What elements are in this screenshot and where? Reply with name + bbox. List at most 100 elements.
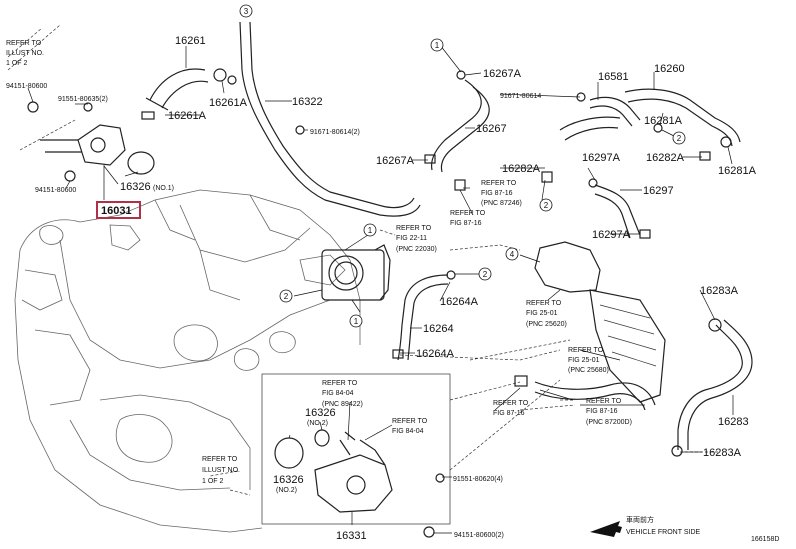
ref-fig-25-01-a: REFER TO FIG 25-01 (PNC 25620) — [526, 300, 567, 328]
callout-3: 2 — [672, 131, 686, 145]
label-16264A-top: 16264A — [440, 296, 479, 308]
svg-text:3: 3 — [244, 7, 249, 16]
misc-fittings — [27, 68, 732, 538]
svg-text:REFER TO: REFER TO — [6, 40, 42, 47]
svg-text:2: 2 — [544, 201, 549, 210]
label-16267: 16267 — [476, 123, 507, 135]
label-16326-no2-left: 16326 — [273, 474, 304, 486]
callout-6: 1 — [349, 314, 363, 328]
svg-text:1: 1 — [354, 317, 359, 326]
svg-text:FIG 22-11: FIG 22-11 — [396, 235, 427, 242]
label-16326-no2-mid-note: (NO.2) — [307, 420, 328, 427]
label-16283A-top: 16283A — [700, 285, 739, 297]
svg-text:(PNC 89422): (PNC 89422) — [322, 401, 363, 408]
callout-8: 2 — [478, 267, 492, 281]
svg-text:(PNC 25620): (PNC 25620) — [526, 321, 567, 328]
label-16261A-right: 16261A — [209, 97, 248, 109]
label-16264A-bottom: 16264A — [416, 348, 455, 360]
label-16282A-mid: 16282A — [502, 163, 541, 175]
gasket-16326-no2-mid — [314, 429, 330, 447]
detail-box-frame — [261, 373, 451, 525]
label-16297A-top: 16297A — [582, 152, 621, 164]
svg-text:FIG 87-16: FIG 87-16 — [586, 408, 618, 415]
label-bolt-91671-80614-2: 91671-80614(2) — [310, 129, 360, 136]
callout-4: 2 — [539, 198, 553, 212]
label-16267A-top: 16267A — [483, 68, 522, 80]
label-16281A-top: 16281A — [644, 115, 683, 127]
svg-text:ILLUST NO.: ILLUST NO. — [202, 467, 240, 474]
svg-text:FIG 25-01: FIG 25-01 — [568, 357, 600, 364]
label-16326-no2-left-note: (NO.2) — [276, 487, 297, 494]
svg-text:VEHICLE FRONT SIDE: VEHICLE FRONT SIDE — [626, 529, 700, 536]
hose-16283 — [677, 319, 753, 450]
label-16326-no1: 16326 — [120, 181, 151, 193]
label-bolt-91671-80614: 91671-80614 — [500, 93, 541, 100]
label-16331: 16331 — [336, 530, 367, 542]
callout-1: 3 — [239, 4, 253, 18]
label-bolt-94151-top-left: 94151-80600 — [6, 83, 47, 90]
callout-7: 2 — [279, 289, 293, 303]
svg-text:(PNC 22030): (PNC 22030) — [396, 246, 437, 253]
svg-text:1 OF 2: 1 OF 2 — [202, 478, 224, 485]
gasket-16326-no2-left — [274, 437, 304, 469]
callout-2: 1 — [430, 38, 444, 52]
label-bolt-94151-mid-left: 94151-80600 — [35, 187, 76, 194]
label-16297A-bottom: 16297A — [592, 229, 631, 241]
svg-text:2: 2 — [284, 292, 289, 301]
ref-illust-top-left: REFER TO ILLUST NO. 1 OF 2 — [6, 40, 44, 67]
hose-16581 — [559, 96, 641, 141]
callout-9: 4 — [505, 247, 519, 261]
label-16297: 16297 — [643, 185, 674, 197]
leader-lines — [27, 44, 734, 534]
svg-text:4: 4 — [510, 250, 515, 259]
label-16282A-right: 16282A — [646, 152, 685, 164]
svg-text:2: 2 — [677, 134, 682, 143]
svg-text:REFER TO: REFER TO — [202, 456, 238, 463]
svg-text:REFER TO: REFER TO — [450, 210, 486, 217]
ref-fig-25-01-b: REFER TO FIG 25-01 (PNC 25680) — [568, 347, 609, 374]
gasket-16326-no1 — [127, 151, 155, 175]
svg-text:ILLUST NO.: ILLUST NO. — [6, 50, 44, 57]
label-16581: 16581 — [598, 71, 629, 83]
throttle-body — [321, 244, 391, 301]
svg-text:FIG 87-16: FIG 87-16 — [481, 190, 513, 197]
ref-fig-84-04-a: REFER TO FIG 84-04 (PNC 89422) — [322, 380, 363, 408]
water-outlet-16031 — [40, 124, 126, 166]
hose-16267 — [430, 79, 490, 173]
ref-fig-87-16-a: REFER TO FIG 87-16 (PNC 87246) — [481, 180, 522, 207]
svg-text:REFER TO: REFER TO — [568, 347, 604, 354]
svg-text:(PNC 87246): (PNC 87246) — [481, 200, 522, 207]
svg-text:(PNC 25680): (PNC 25680) — [568, 367, 609, 374]
label-16283: 16283 — [718, 416, 749, 428]
highlighted-part-16031: 16031 — [96, 201, 141, 219]
ref-fig-84-04-b: REFER TO FIG 84-04 — [392, 418, 428, 435]
label-16322: 16322 — [292, 96, 323, 108]
label-bolt-91551-80620: 91551-80620(4) — [453, 476, 503, 483]
svg-text:REFER TO: REFER TO — [586, 398, 622, 405]
hose-16297 — [594, 184, 641, 239]
hose-16261 — [145, 68, 209, 111]
label-16326-no1-note: (NO.1) — [153, 185, 174, 192]
svg-text:1 OF 2: 1 OF 2 — [6, 60, 28, 67]
svg-text:FIG 25-01: FIG 25-01 — [526, 310, 558, 317]
label-16261: 16261 — [175, 35, 206, 47]
svg-text:REFER TO: REFER TO — [396, 225, 432, 232]
hose-lower-right — [534, 381, 656, 411]
hose-16322 — [239, 21, 421, 217]
svg-text:1: 1 — [435, 41, 440, 50]
label-bolt-91551-80635: 91551-80635(2) — [58, 96, 108, 103]
svg-text:車両前方: 車両前方 — [626, 515, 654, 524]
svg-text:REFER TO: REFER TO — [481, 180, 517, 187]
svg-text:FIG 84-04: FIG 84-04 — [392, 428, 424, 435]
figure-id: 166158D — [751, 536, 779, 543]
svg-text:REFER TO: REFER TO — [322, 380, 358, 387]
label-16267A-mid: 16267A — [376, 155, 415, 167]
ref-illust-bottom-left: REFER TO ILLUST NO. 1 OF 2 — [202, 456, 240, 485]
ref-fig-87-16-d: REFER TO FIG 87-16 (PNC 87200D) — [586, 398, 632, 426]
svg-text:(PNC 87200D): (PNC 87200D) — [586, 419, 632, 426]
vehicle-front-arrow: 車両前方 VEHICLE FRONT SIDE — [590, 515, 700, 537]
svg-text:FIG 84-04: FIG 84-04 — [322, 390, 354, 397]
svg-text:16031: 16031 — [101, 205, 132, 217]
svg-text:REFER TO: REFER TO — [392, 418, 428, 425]
